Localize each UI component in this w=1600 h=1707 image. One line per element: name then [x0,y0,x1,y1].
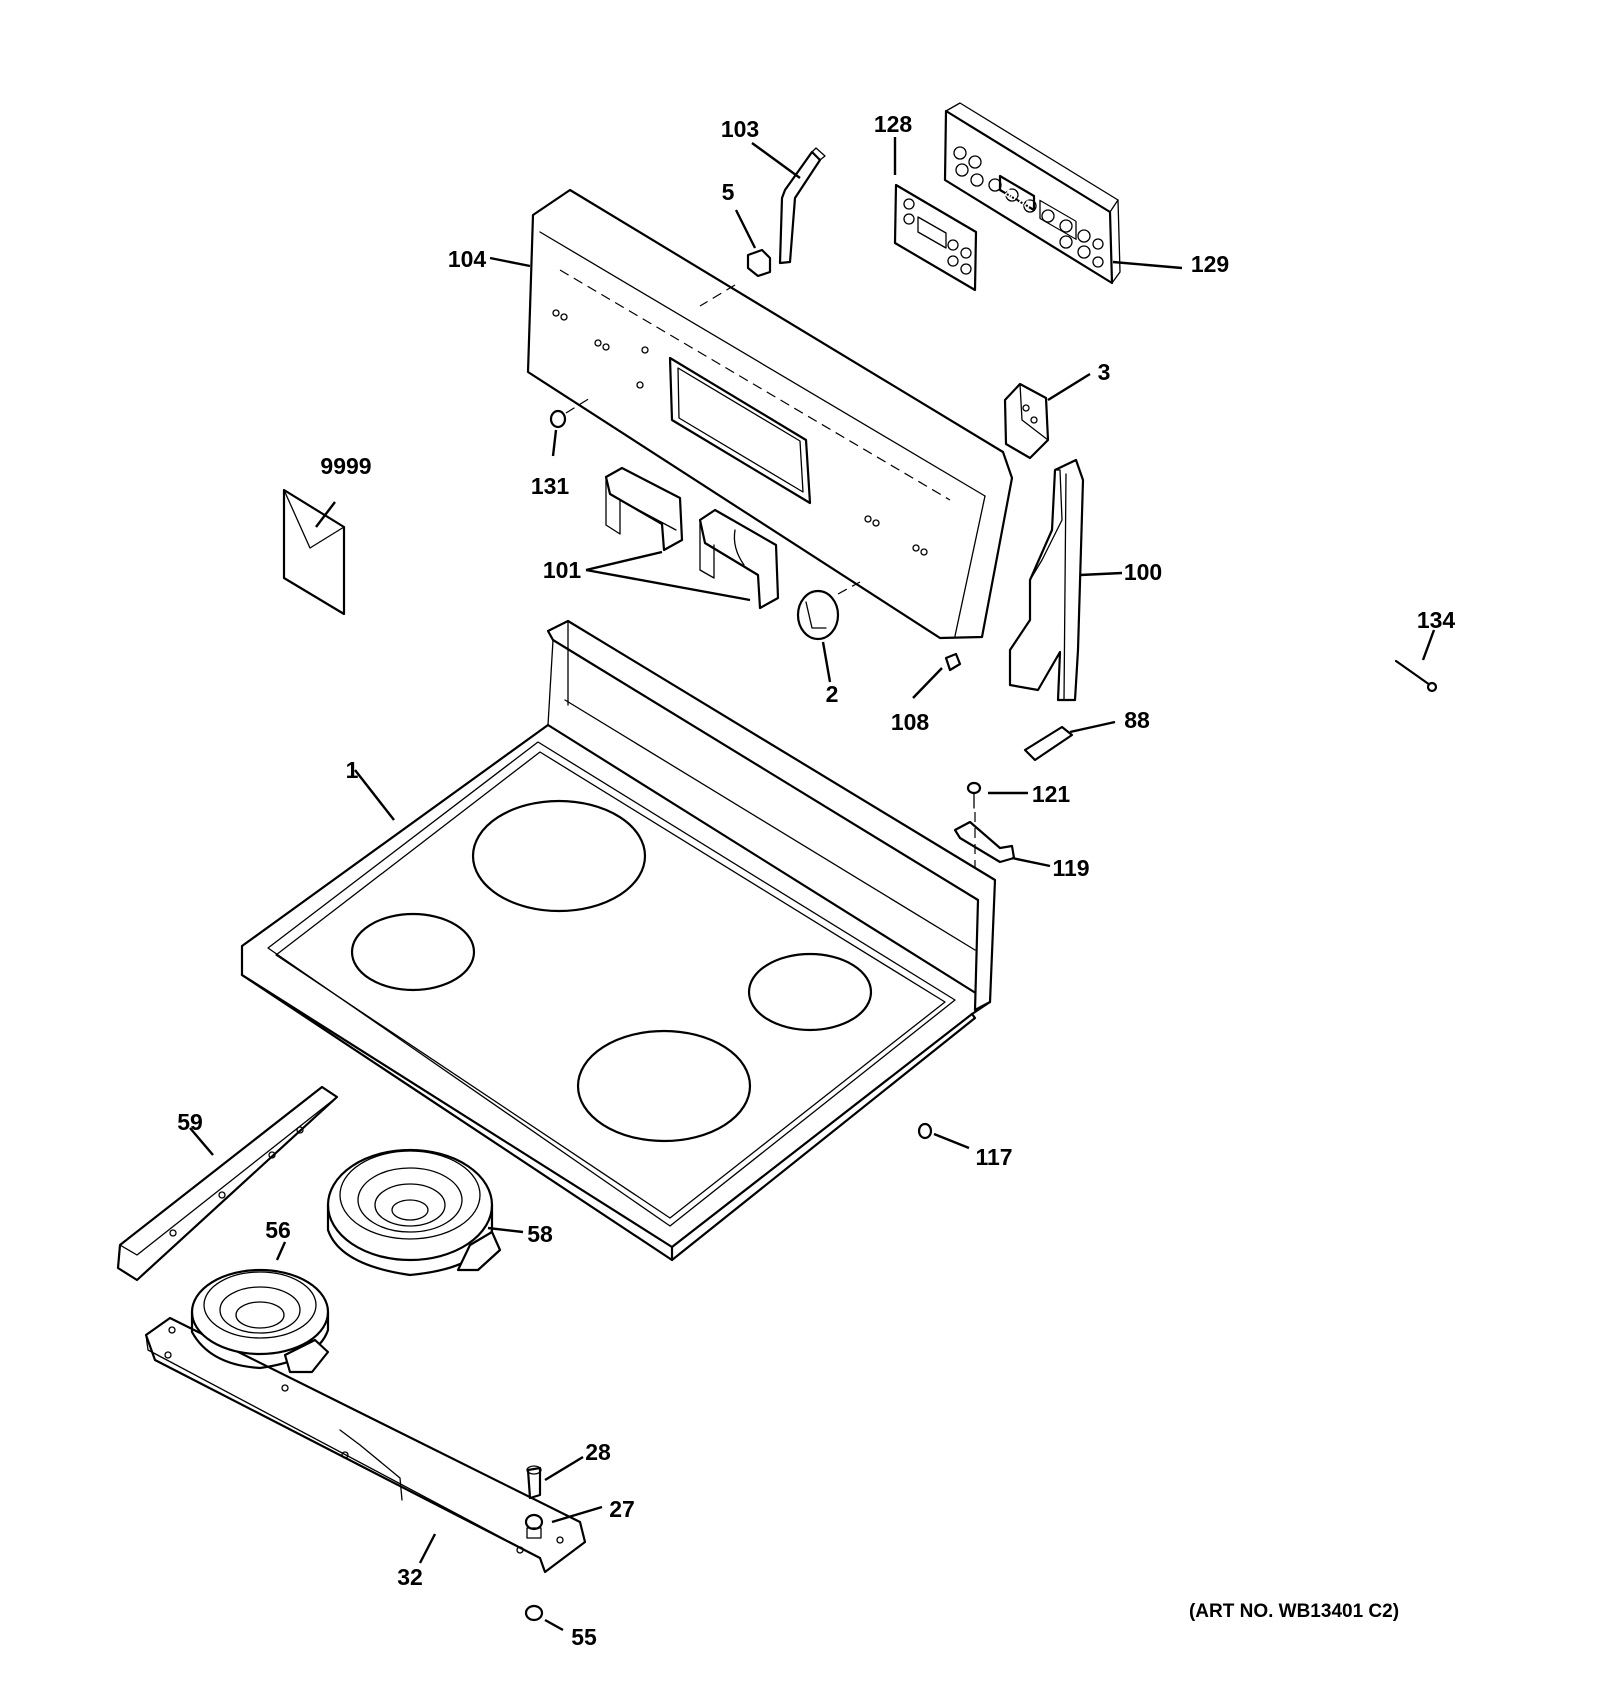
callout-3: 3 [1098,359,1111,385]
literature-envelope [282,488,346,616]
leader-lines [189,137,1436,1632]
callout-117: 117 [975,1144,1012,1170]
electronic-control-board: 88:88 [943,102,1121,285]
callout-100: 100 [1124,559,1162,585]
glass-cooktop [240,619,997,1262]
callout-128: 128 [874,111,913,137]
callout-131: 131 [531,473,570,499]
callout-108: 108 [891,709,930,735]
nut-55 [524,1604,544,1622]
callout-129: 129 [1191,251,1229,277]
callout-101: 101 [543,557,582,583]
callout-59: 59 [177,1109,203,1135]
bracket-rail-59 [116,1085,339,1282]
callout-103: 103 [721,116,759,142]
screw-108 [944,652,962,672]
radiant-element-large [326,1148,502,1277]
screw-131 [549,397,591,429]
callout-88: 88 [1124,707,1150,733]
end-cap-100 [1008,458,1085,702]
callout-27: 27 [609,1496,635,1522]
brackets-101 [604,466,780,610]
control-knob [796,581,861,641]
callout-28: 28 [585,1439,611,1465]
callout-119: 119 [1052,855,1089,881]
callout-5: 5 [722,179,735,205]
art-number-label: (ART NO. WB13401 C2) [1189,1601,1399,1622]
radiant-element-small [190,1268,330,1374]
callout-134: 134 [1417,607,1456,633]
switch-3 [1003,382,1050,460]
callout-121: 121 [1032,781,1071,807]
callout-56: 56 [265,1217,291,1243]
callout-1: 1 [346,757,359,783]
bracket-119 [953,812,1016,870]
screw-134 [1394,659,1438,693]
callout-104: 104 [448,246,487,272]
clip-88 [1023,725,1074,762]
nut-117 [917,1122,933,1140]
keypad-overlay [893,183,978,292]
callout-32: 32 [397,1564,423,1590]
callout-2: 2 [826,681,839,707]
callout-55: 55 [571,1624,597,1650]
switch-5 [699,248,772,307]
callout-58: 58 [527,1221,553,1247]
callout-9999: 9999 [320,453,371,479]
bracket-103 [778,147,826,265]
leveler-27 [524,1513,544,1539]
burner-mounting-plate [144,1316,587,1574]
screw-121 [966,781,982,809]
leveler-28 [526,1465,542,1500]
backsplash-panel [526,188,1014,640]
